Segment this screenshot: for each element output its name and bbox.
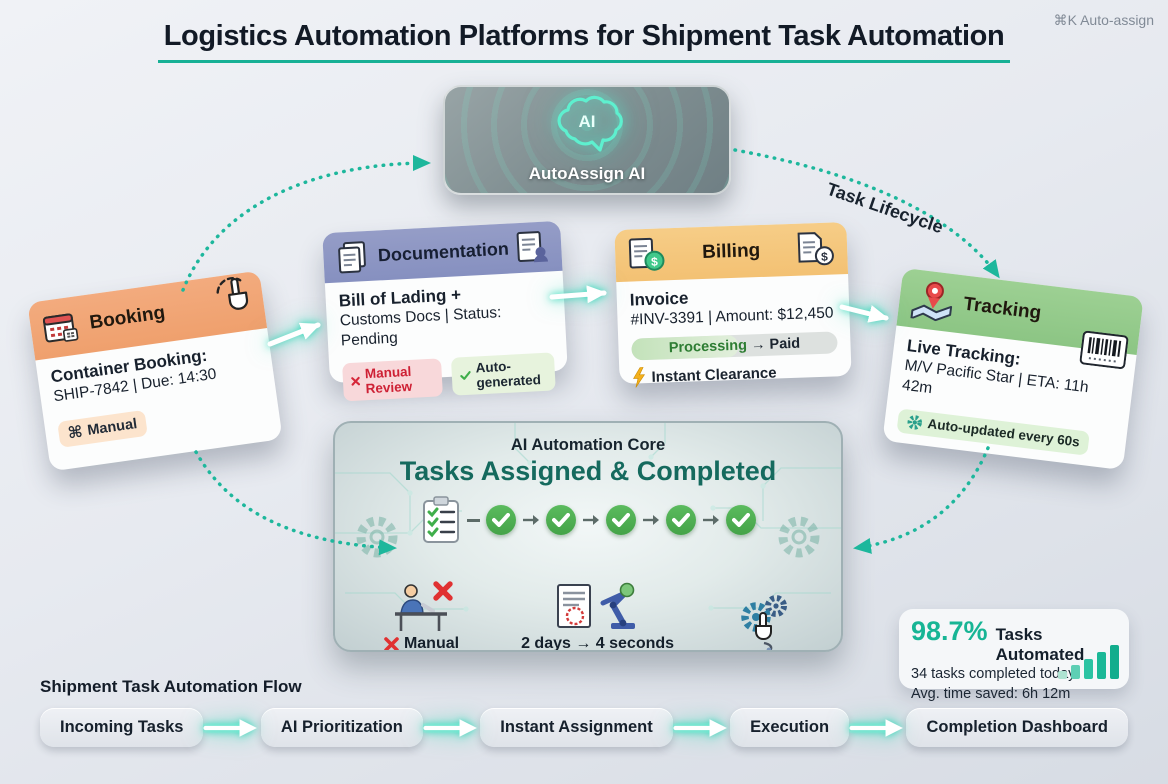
speed-caption-label: 2 days → 4 seconds bbox=[521, 635, 675, 652]
task-completion-row bbox=[335, 496, 841, 544]
gear-watermark-icon bbox=[778, 516, 820, 558]
check-icon bbox=[460, 371, 471, 380]
tracking-header: Tracking bbox=[896, 267, 1144, 355]
calendar-icon bbox=[42, 313, 79, 343]
lightning-icon bbox=[633, 367, 646, 388]
tap-hand-icon bbox=[216, 277, 249, 310]
gear-icon bbox=[907, 414, 923, 430]
manual-review-badge: Manual Review bbox=[342, 357, 443, 401]
person-at-desk-icon bbox=[394, 581, 453, 631]
arrow-right-icon bbox=[582, 515, 599, 525]
automation-percent-label: Tasks Automated bbox=[995, 625, 1085, 664]
header: Logistics Automation Platforms for Shipm… bbox=[0, 20, 1168, 63]
manual-caption-label: Manual bbox=[403, 635, 460, 652]
automated-process-group bbox=[736, 593, 792, 650]
progress-from-label: Processing bbox=[668, 337, 748, 357]
auto-updated-badge: Auto-updated every 60s bbox=[896, 407, 1091, 456]
dollar-glyph: $ bbox=[821, 250, 828, 264]
checklist-icon bbox=[422, 496, 459, 543]
flow-step-execution: Execution bbox=[730, 708, 850, 747]
manual-review-label: Manual Review bbox=[364, 363, 413, 396]
instant-clearance-row: Instant Clearance bbox=[632, 361, 839, 388]
barcode-icon bbox=[1079, 330, 1129, 370]
hand-gears-icon bbox=[741, 595, 788, 650]
auto-updated-label: Auto-updated every 60s bbox=[926, 416, 1081, 450]
arrow-right-icon bbox=[702, 515, 719, 525]
arrow-booking-to-documentation bbox=[267, 322, 321, 347]
ai-automation-core-card: AI Automation Core Tasks Assigned & Comp… bbox=[333, 421, 843, 652]
auto-generated-label: Auto-generated bbox=[475, 358, 542, 390]
flow-arrow-icon bbox=[203, 718, 258, 737]
billing-header: $ Billing $ bbox=[614, 221, 849, 283]
time-saved-stat: Avg. time saved: 6h 12m bbox=[911, 685, 1071, 702]
mini-bar-chart bbox=[1058, 645, 1119, 679]
manual-caption: Manual bbox=[384, 635, 460, 652]
manual-process-group: Manual bbox=[384, 581, 460, 652]
flow-step-instant-assignment: Instant Assignment bbox=[480, 708, 673, 747]
tasks-completed-stat: 34 tasks completed today bbox=[911, 666, 1076, 682]
arrow-right-icon bbox=[522, 515, 539, 525]
core-subtitle: AI Automation Core bbox=[510, 436, 666, 454]
progress-arrow: → bbox=[750, 337, 766, 354]
billing-card: $ Billing $ Invoice #INV-3391 | Amount: … bbox=[614, 221, 852, 388]
flow-arrow-icon bbox=[422, 718, 477, 737]
hub-label: AutoAssign AI bbox=[528, 164, 646, 183]
automation-stats-card: 98.7% Tasks Automated 34 tasks completed… bbox=[899, 609, 1129, 702]
payment-progress-bar: Processing → Paid bbox=[631, 331, 838, 361]
flow-step-completion-dashboard: Completion Dashboard bbox=[906, 708, 1128, 747]
autoassign-ai-card: AI AutoAssign AI bbox=[443, 85, 731, 195]
auto-generated-badge: Auto-generated bbox=[450, 351, 556, 396]
documents-icon bbox=[338, 241, 366, 274]
booking-card: Booking Container Booking: SHIP-7842 | D… bbox=[27, 270, 283, 472]
curve-tracking-to-core bbox=[853, 446, 990, 554]
billing-title: Billing bbox=[701, 240, 761, 264]
x-icon bbox=[384, 636, 399, 650]
documentation-card: Documentation Bill of Lading + Customs D… bbox=[322, 220, 568, 401]
flow-title: Shipment Task Automation Flow bbox=[40, 677, 302, 696]
ripple-background bbox=[445, 87, 729, 193]
core-title: Tasks Assigned & Completed bbox=[399, 456, 777, 486]
flow-arrow-icon bbox=[672, 718, 727, 737]
map-pin-icon bbox=[910, 281, 953, 322]
automation-flow: Incoming Tasks AI Prioritization Instant… bbox=[40, 708, 1128, 747]
check-circle-icon bbox=[545, 505, 576, 535]
ai-label: AI bbox=[579, 112, 596, 131]
check-circle-icon bbox=[605, 505, 636, 535]
keyboard-shortcut-hint: ⌘K Auto-assign bbox=[1053, 12, 1154, 28]
tracking-title: Tracking bbox=[962, 293, 1043, 324]
speed-comparison-group: 2 days → 4 seconds bbox=[521, 581, 675, 652]
progress-to-label: Paid bbox=[769, 336, 801, 354]
document-robot-arm-icon bbox=[556, 582, 635, 629]
dollar-glyph: $ bbox=[651, 255, 658, 269]
x-icon bbox=[351, 376, 361, 386]
ai-brain-icon: AI bbox=[557, 95, 623, 152]
invoice-dollar-icon: $ bbox=[797, 232, 834, 266]
page-title: Logistics Automation Platforms for Shipm… bbox=[157, 20, 1011, 63]
tracking-card: Tracking Live Tracking: M/V Pacific Star… bbox=[882, 267, 1144, 471]
instant-clearance-label: Instant Clearance bbox=[651, 364, 777, 386]
arrow-right-icon bbox=[642, 515, 659, 525]
billing-body: Invoice #INV-3391 | Amount: $12,450 Proc… bbox=[616, 274, 852, 388]
connector-line bbox=[466, 518, 480, 522]
documentation-title: Documentation bbox=[377, 238, 510, 265]
manual-badge: ⌘ Manual bbox=[57, 410, 148, 449]
booking-title: Booking bbox=[88, 302, 167, 334]
booking-header: Booking bbox=[27, 270, 268, 361]
stamp-document-icon bbox=[516, 231, 549, 263]
invoice-coin-icon: $ bbox=[628, 237, 665, 271]
flow-step-ai-prioritization: AI Prioritization bbox=[260, 708, 423, 747]
automation-percent: 98.7% bbox=[911, 616, 988, 646]
speed-caption: 2 days → 4 seconds bbox=[521, 635, 675, 652]
flow-step-incoming-tasks: Incoming Tasks bbox=[40, 708, 204, 747]
check-circle-icon bbox=[725, 505, 756, 535]
documentation-body: Bill of Lading + Customs Docs | Status: … bbox=[325, 271, 569, 402]
command-icon: ⌘ bbox=[66, 424, 84, 444]
tracking-body: Live Tracking: M/V Pacific Star | ETA: 1… bbox=[883, 325, 1136, 460]
flow-arrow-icon bbox=[849, 718, 903, 737]
manual-badge-label: Manual bbox=[86, 416, 139, 440]
check-circle-icon bbox=[665, 505, 696, 535]
check-circle-icon bbox=[485, 505, 516, 535]
